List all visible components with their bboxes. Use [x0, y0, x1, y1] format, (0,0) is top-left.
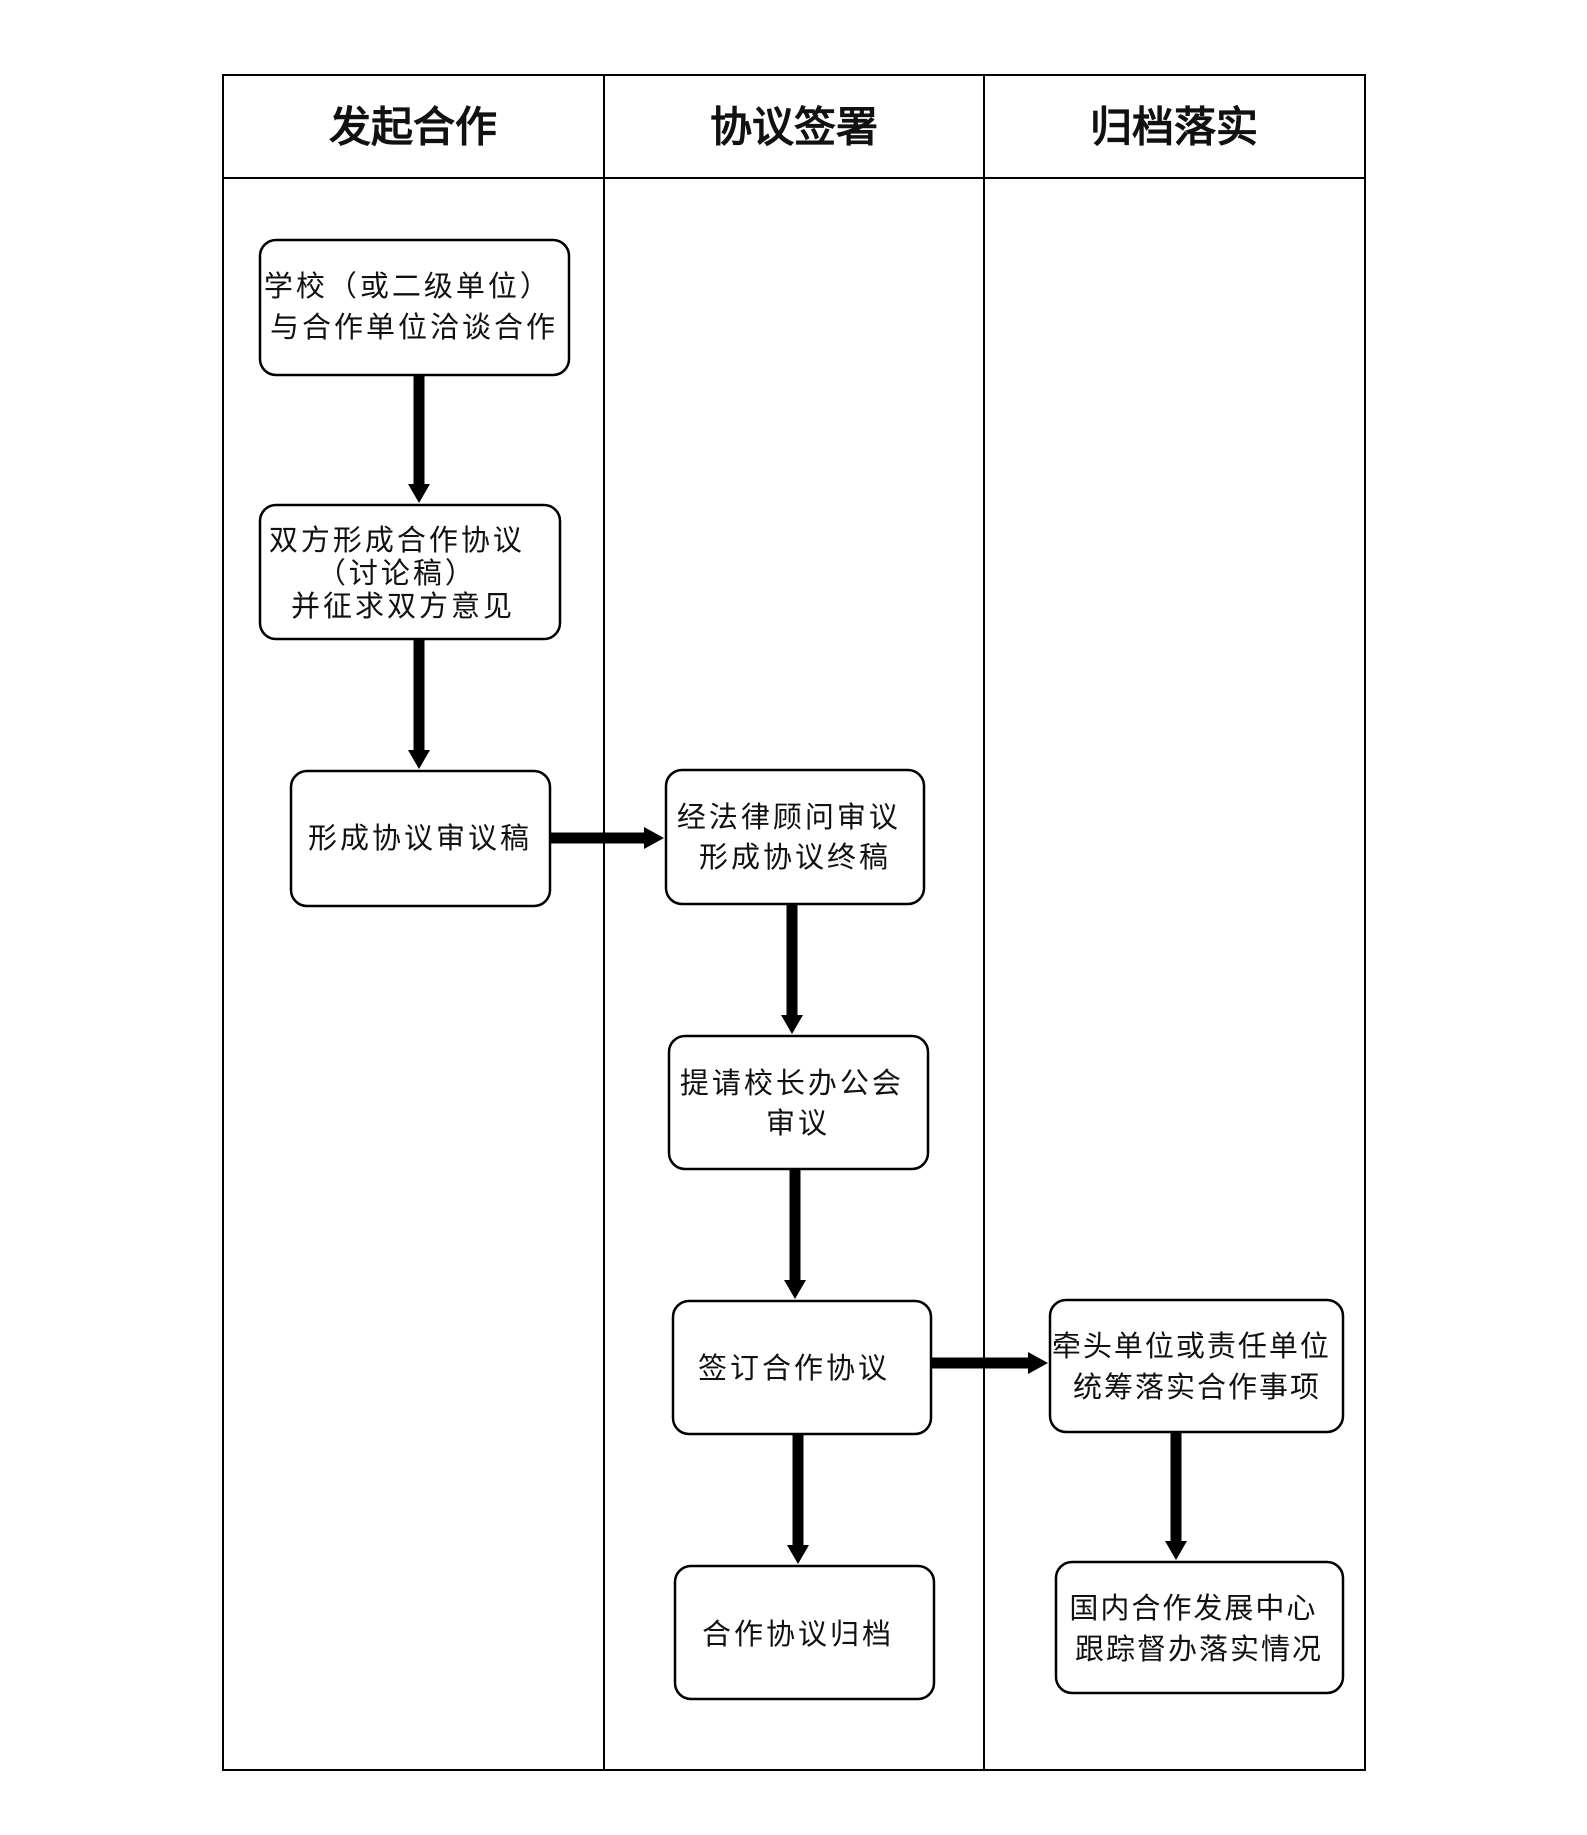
svg-text:签订合作协议: 签订合作协议: [698, 1351, 890, 1385]
node-review-draft-line-1: 形成协议审议稿: [308, 821, 532, 855]
node-sign-agreement: 签订合作协议: [671, 1299, 933, 1436]
node-supervise-line-1: 国内合作发展中心: [1069, 1591, 1317, 1625]
edge-sign-agreement-to-archive-agreement: [787, 1434, 809, 1564]
edge-review-draft-to-legal-review: [550, 827, 664, 849]
node-president-meeting-line-1: 提请校长办公会: [680, 1066, 904, 1100]
edge-draft-to-review-draft: [408, 639, 430, 769]
node-president-meeting-line-2: 审议: [766, 1106, 830, 1140]
edges: [408, 375, 1187, 1564]
svg-text:合作协议归档: 合作协议归档: [702, 1617, 894, 1651]
node-legal-review-line-2: 形成协议终稿: [699, 840, 891, 874]
edge-negotiate-to-draft: [408, 375, 430, 503]
lane-title-sign: 协议签署: [710, 103, 878, 152]
edge-sign-agreement-to-implement: [931, 1352, 1048, 1374]
node-legal-review-line-1: 经法律顾问审议: [677, 800, 901, 834]
node-negotiate-line-2: 与合作单位洽谈合作: [270, 310, 558, 344]
node-negotiate-line-1: 学校（或二级单位）: [264, 269, 552, 303]
node-sign-agreement-line-1: 签订合作协议: [698, 1351, 890, 1385]
node-draft-line-1: 双方形成合作协议: [269, 523, 525, 557]
node-supervise: 国内合作发展中心 跟踪督办落实情况: [1054, 1560, 1345, 1695]
svg-text:学校（或二级单位） 与合作单位洽谈合作: 学校（或二级单位） 与合作单位洽谈合作: [264, 269, 564, 344]
svg-text:经法律顾问审议 形成协议终稿: 经法律顾问审议 形成协议终稿: [677, 800, 913, 874]
frame-border: [222, 74, 1366, 1771]
node-draft-line-3: 并征求双方意见: [291, 589, 515, 623]
node-implement-line-1: 牵头单位或责任单位: [1052, 1329, 1331, 1363]
node-draft-line-2: （讨论稿）: [317, 556, 477, 590]
svg-text:双方形成合作协议 （讨论稿） 并征求: 双方形成合作协议 （讨论稿） 并征求双方意见: [269, 523, 537, 623]
svg-text:形成协议审议稿: 形成协议审议稿: [308, 821, 532, 855]
edge-implement-to-supervise: [1165, 1432, 1187, 1560]
edge-president-meeting-to-sign-agreement: [784, 1169, 806, 1299]
node-archive-agreement-line-1: 合作协议归档: [702, 1617, 894, 1651]
node-president-meeting: 提请校长办公会 审议: [667, 1034, 930, 1171]
svg-text:国内合作发展中心 跟踪督办落实情况: 国内合作发展中心 跟踪督办落实情况: [1069, 1591, 1328, 1666]
svg-text:提请校长办公会 审议: 提请校长办公会 审议: [680, 1066, 916, 1140]
node-negotiate: 学校（或二级单位） 与合作单位洽谈合作: [258, 238, 571, 377]
node-implement: 牵头单位或责任单位 统筹落实合作事项: [1048, 1298, 1345, 1434]
node-legal-review: 经法律顾问审议 形成协议终稿: [664, 768, 926, 906]
node-review-draft: 形成协议审议稿: [289, 769, 552, 908]
lane-title-initiate: 发起合作: [329, 103, 497, 152]
edge-legal-review-to-president-meeting: [781, 904, 803, 1034]
node-implement-line-2: 统筹落实合作事项: [1073, 1370, 1321, 1404]
svg-text:牵头单位或责任单位 统筹落实合作事项: 牵头单位或责任单位 统筹落实合作事项: [1052, 1329, 1342, 1404]
lane-title-archive: 归档落实: [1090, 103, 1258, 152]
node-archive-agreement: 合作协议归档: [673, 1564, 936, 1701]
node-supervise-line-2: 跟踪督办落实情况: [1075, 1632, 1323, 1666]
node-draft: 双方形成合作协议 （讨论稿） 并征求双方意见: [258, 503, 562, 641]
